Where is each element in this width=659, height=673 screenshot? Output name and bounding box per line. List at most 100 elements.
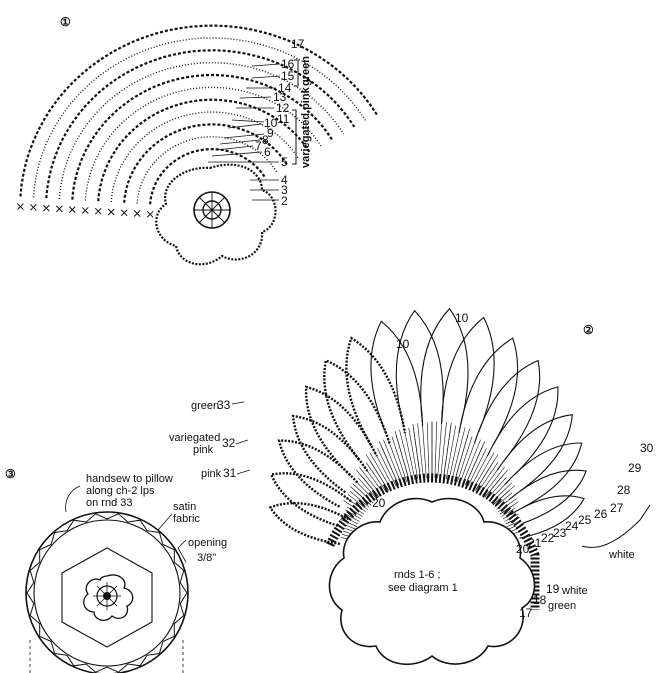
d2-fan-line — [373, 450, 394, 488]
d3-inner-circle — [33, 519, 181, 667]
d2-num-25: 25 — [578, 513, 592, 527]
d2-num-30: 30 — [640, 441, 654, 455]
d2-fan-line — [501, 507, 516, 517]
d2-fan-line — [403, 428, 416, 480]
d2-pineapple-loop — [440, 316, 495, 433]
d3-handsew-2: along ch-2 lps — [86, 485, 155, 497]
d1-num-13: 13 — [273, 90, 287, 104]
diagram-1-marker: ① — [60, 15, 71, 29]
d3-satin-2: fabric — [173, 513, 200, 525]
d2-fan-line — [467, 448, 487, 487]
d2-fan-line — [457, 436, 473, 483]
d1-num-5: 5 — [281, 155, 288, 169]
d1-x-mark — [146, 210, 154, 218]
d2-num-19: 19 — [546, 582, 560, 596]
d2-num-33: 33 — [217, 398, 231, 412]
d1-x-mark — [120, 209, 128, 217]
d2-pineapple-loop — [473, 359, 541, 460]
d2-fan-line — [378, 441, 399, 486]
d2-pineapple-loop — [268, 502, 349, 545]
d1-variegated-bracket — [292, 109, 297, 165]
d2-fan-line — [383, 439, 402, 485]
d2-label-green: green — [191, 400, 219, 412]
d2-fan-line — [417, 423, 424, 479]
d2-fan-line — [345, 497, 366, 513]
d1-num-2: 2 — [281, 194, 288, 208]
d1-round-arc — [123, 123, 289, 203]
d2-fan-line — [470, 450, 491, 488]
d2-fan-line — [486, 477, 507, 500]
d2-fan-line — [399, 429, 413, 481]
d2-label-white-bottom: white — [561, 585, 588, 597]
d1-green-bracket — [294, 59, 299, 87]
diagram-1-flower-outline — [155, 163, 277, 266]
d1-num-4: 4 — [281, 173, 288, 187]
d2-pineapple-loop — [458, 337, 519, 446]
d2-pineapple-loop — [323, 358, 391, 461]
d2-fan-line — [377, 448, 397, 487]
d2-fan-line — [426, 422, 430, 479]
d2-fan-line — [422, 422, 427, 479]
d1-leader-lines — [208, 63, 281, 201]
d2-fan-line — [484, 474, 504, 498]
d2-label-variegated-1: variegated — [169, 432, 220, 444]
d1-x-mark — [133, 210, 141, 217]
d2-num-28: 28 — [617, 483, 631, 497]
d2-fan-line — [499, 504, 514, 515]
d2-fan-line — [356, 469, 380, 498]
diagram-3-marker: ③ — [5, 467, 16, 481]
d2-center-note-2: see diagram 1 — [388, 582, 458, 594]
d2-fan-line — [362, 464, 385, 494]
d2-label-green-bottom: green — [548, 600, 576, 612]
d2-num-10a: 10 — [396, 337, 410, 351]
d2-num-10b: 10 — [455, 311, 469, 325]
d2-num-26: 26 — [594, 507, 608, 521]
d2-pineapple-loop — [345, 336, 407, 447]
d2-fan-line — [391, 436, 407, 483]
d2-num-29: 29 — [628, 461, 642, 475]
d2-white-bracket — [581, 504, 651, 548]
d1-num-14: 14 — [278, 81, 292, 95]
d2-fan-line — [443, 424, 452, 479]
d2-pineapple-loop — [420, 307, 469, 425]
d3-opening-1: opening — [188, 537, 227, 549]
d1-num-10: 10 — [264, 116, 278, 130]
d2-num-24: 24 — [565, 519, 579, 533]
d2-fan-line — [475, 460, 495, 491]
d2-fan-line — [448, 426, 461, 480]
d2-fan-line — [394, 430, 410, 482]
d1-round-arc — [71, 73, 334, 200]
d2-pineapple-loop — [277, 439, 359, 508]
d2-fan-line — [434, 421, 438, 479]
d1-num-7: 7 — [255, 139, 262, 153]
d2-label-variegated-2: pink — [193, 444, 214, 456]
d1-x-mark — [107, 208, 115, 216]
d2-fan-line — [387, 437, 405, 484]
d1-num-16: 16 — [281, 57, 295, 71]
d1-round-arc — [45, 49, 356, 199]
d1-num-9: 9 — [267, 126, 274, 140]
d3-hexagon — [61, 547, 153, 648]
d2-fan-line — [445, 425, 456, 480]
d2-fan-line — [358, 477, 378, 500]
diagram-2: ② rnds 1-6 ; see diagram 1 green 33 vari… — [169, 307, 654, 665]
d2-num-20: 20 — [516, 542, 530, 556]
d2-fan-line — [349, 486, 372, 506]
d2-pineapple-loop — [269, 472, 352, 527]
d2-left-leaders — [231, 401, 251, 475]
d3-flower — [83, 574, 134, 622]
d3-scallop-line — [26, 513, 188, 673]
diagram-1: ① 17 16 15 14 13 12 11 10 9 8 7 6 5 4 3 … — [17, 15, 379, 266]
d2-num-31: 31 — [223, 466, 237, 480]
d2-fan-line — [505, 520, 514, 525]
d2-fan-line — [365, 462, 387, 493]
d2-pineapple-loop — [504, 442, 583, 509]
d1-label-green: green — [300, 56, 312, 86]
d1-round-arc — [32, 37, 367, 198]
d2-fan-line — [343, 512, 360, 522]
d2-fan-line — [350, 491, 370, 508]
d2-fan-line — [345, 524, 357, 530]
d2-center-note-1: rnds 1-6 ; — [394, 569, 440, 581]
d2-fan-line — [477, 462, 499, 493]
